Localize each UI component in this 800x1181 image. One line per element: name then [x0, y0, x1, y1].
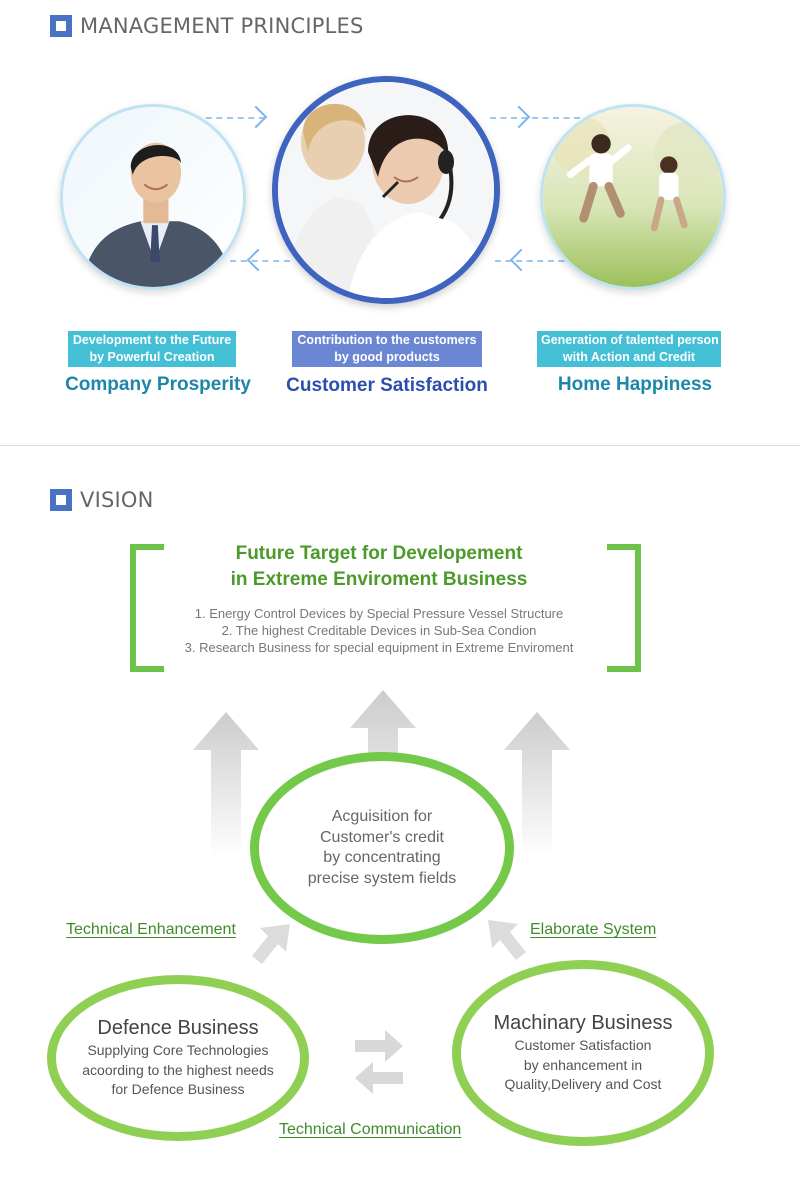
- flow-line-bottom-left: [230, 260, 290, 262]
- pill-line: Generation of talented person: [541, 333, 719, 347]
- target-item: 1. Energy Control Devices by Special Pre…: [194, 606, 564, 621]
- children-running-photo: [540, 104, 726, 290]
- machinary-business-ring: Machinary Business Customer Satisfaction…: [452, 960, 714, 1146]
- center-line: Acguisition for: [331, 808, 433, 825]
- flow-line-top-left: [195, 117, 265, 119]
- defence-title: Defence Business: [97, 1017, 259, 1040]
- pill-development: Development to the Future by Powerful Cr…: [68, 331, 236, 367]
- up-arrow-icon: [504, 712, 570, 858]
- square-bullet-icon: [50, 489, 72, 511]
- machinary-line: by enhancement in: [523, 1056, 643, 1073]
- target-item: 3. Research Business for special equipme…: [184, 640, 574, 655]
- chevron-right-icon: [244, 105, 268, 129]
- center-text: Acguisition for Customer's credit by con…: [308, 807, 457, 889]
- diagonal-up-left-arrow-icon: [486, 918, 528, 962]
- machinary-line: Customer Satisfaction: [514, 1037, 652, 1054]
- diagonal-up-right-arrow-icon: [250, 922, 292, 966]
- section-divider: [0, 445, 800, 446]
- machinary-line: Quality,Delivery and Cost: [504, 1076, 662, 1093]
- caption-home-happiness: Home Happiness: [557, 374, 713, 395]
- defence-description: Supplying Core Technologies acoording to…: [82, 1041, 273, 1100]
- defence-line: Supplying Core Technologies: [87, 1042, 269, 1059]
- caption-customer-satisfaction: Customer Satisfaction: [286, 375, 488, 396]
- center-credit-ring: Acguisition for Customer's credit by con…: [250, 752, 514, 944]
- target-title-line: Future Target for Developement: [235, 543, 523, 564]
- vision-section-title: VISION: [50, 488, 154, 512]
- future-target-list: 1. Energy Control Devices by Special Pre…: [165, 605, 593, 656]
- vision-title-text: VISION: [80, 488, 154, 512]
- pill-line: with Action and Credit: [562, 350, 696, 364]
- target-item: 2. The highest Creditable Devices in Sub…: [221, 623, 537, 638]
- machinary-title: Machinary Business: [493, 1012, 673, 1035]
- caption-company-prosperity: Company Prosperity: [65, 374, 251, 395]
- call-center-photo: [272, 76, 500, 304]
- pill-generation: Generation of talented person with Actio…: [537, 331, 721, 367]
- pill-line: Contribution to the customers: [297, 333, 477, 347]
- technical-enhancement-label: Technical Enhancement: [66, 921, 236, 938]
- pill-line: by good products: [334, 350, 440, 364]
- pill-line: by Powerful Creation: [89, 350, 215, 364]
- defence-business-ring: Defence Business Supplying Core Technolo…: [47, 975, 309, 1141]
- flow-line-bottom-right: [495, 260, 575, 262]
- right-bracket: [607, 544, 641, 672]
- defence-line: acoording to the highest needs: [82, 1061, 274, 1078]
- chevron-left-icon: [509, 248, 533, 272]
- pill-line: Development to the Future: [72, 333, 232, 347]
- up-arrow-icon: [350, 690, 416, 770]
- center-line: by concentrating: [323, 849, 441, 866]
- pill-contribution: Contribution to the customers by good pr…: [292, 331, 482, 367]
- square-bullet-icon: [50, 15, 72, 37]
- target-title-line: in Extreme Enviroment Business: [230, 569, 528, 590]
- center-line: precise system fields: [307, 869, 457, 887]
- machinary-description: Customer Satisfaction by enhancement in …: [505, 1036, 662, 1095]
- exchange-arrows-icon: [355, 1028, 403, 1094]
- flow-line-top-right: [490, 117, 580, 119]
- chevron-right-icon: [507, 105, 531, 129]
- technical-communication-label: Technical Communication: [279, 1121, 462, 1138]
- businessman-photo: [60, 104, 246, 290]
- chevron-left-icon: [246, 248, 270, 272]
- defence-line: for Defence Business: [111, 1081, 245, 1098]
- left-bracket: [130, 544, 164, 672]
- up-arrow-icon: [193, 712, 259, 858]
- elaborate-system-label: Elaborate System: [530, 921, 657, 938]
- future-target-title: Future Target for Developement in Extrem…: [165, 541, 593, 593]
- management-section-title: MANAGEMENT PRINCIPLES: [50, 14, 364, 38]
- center-line: Customer's credit: [320, 828, 444, 846]
- management-title-text: MANAGEMENT PRINCIPLES: [80, 14, 364, 38]
